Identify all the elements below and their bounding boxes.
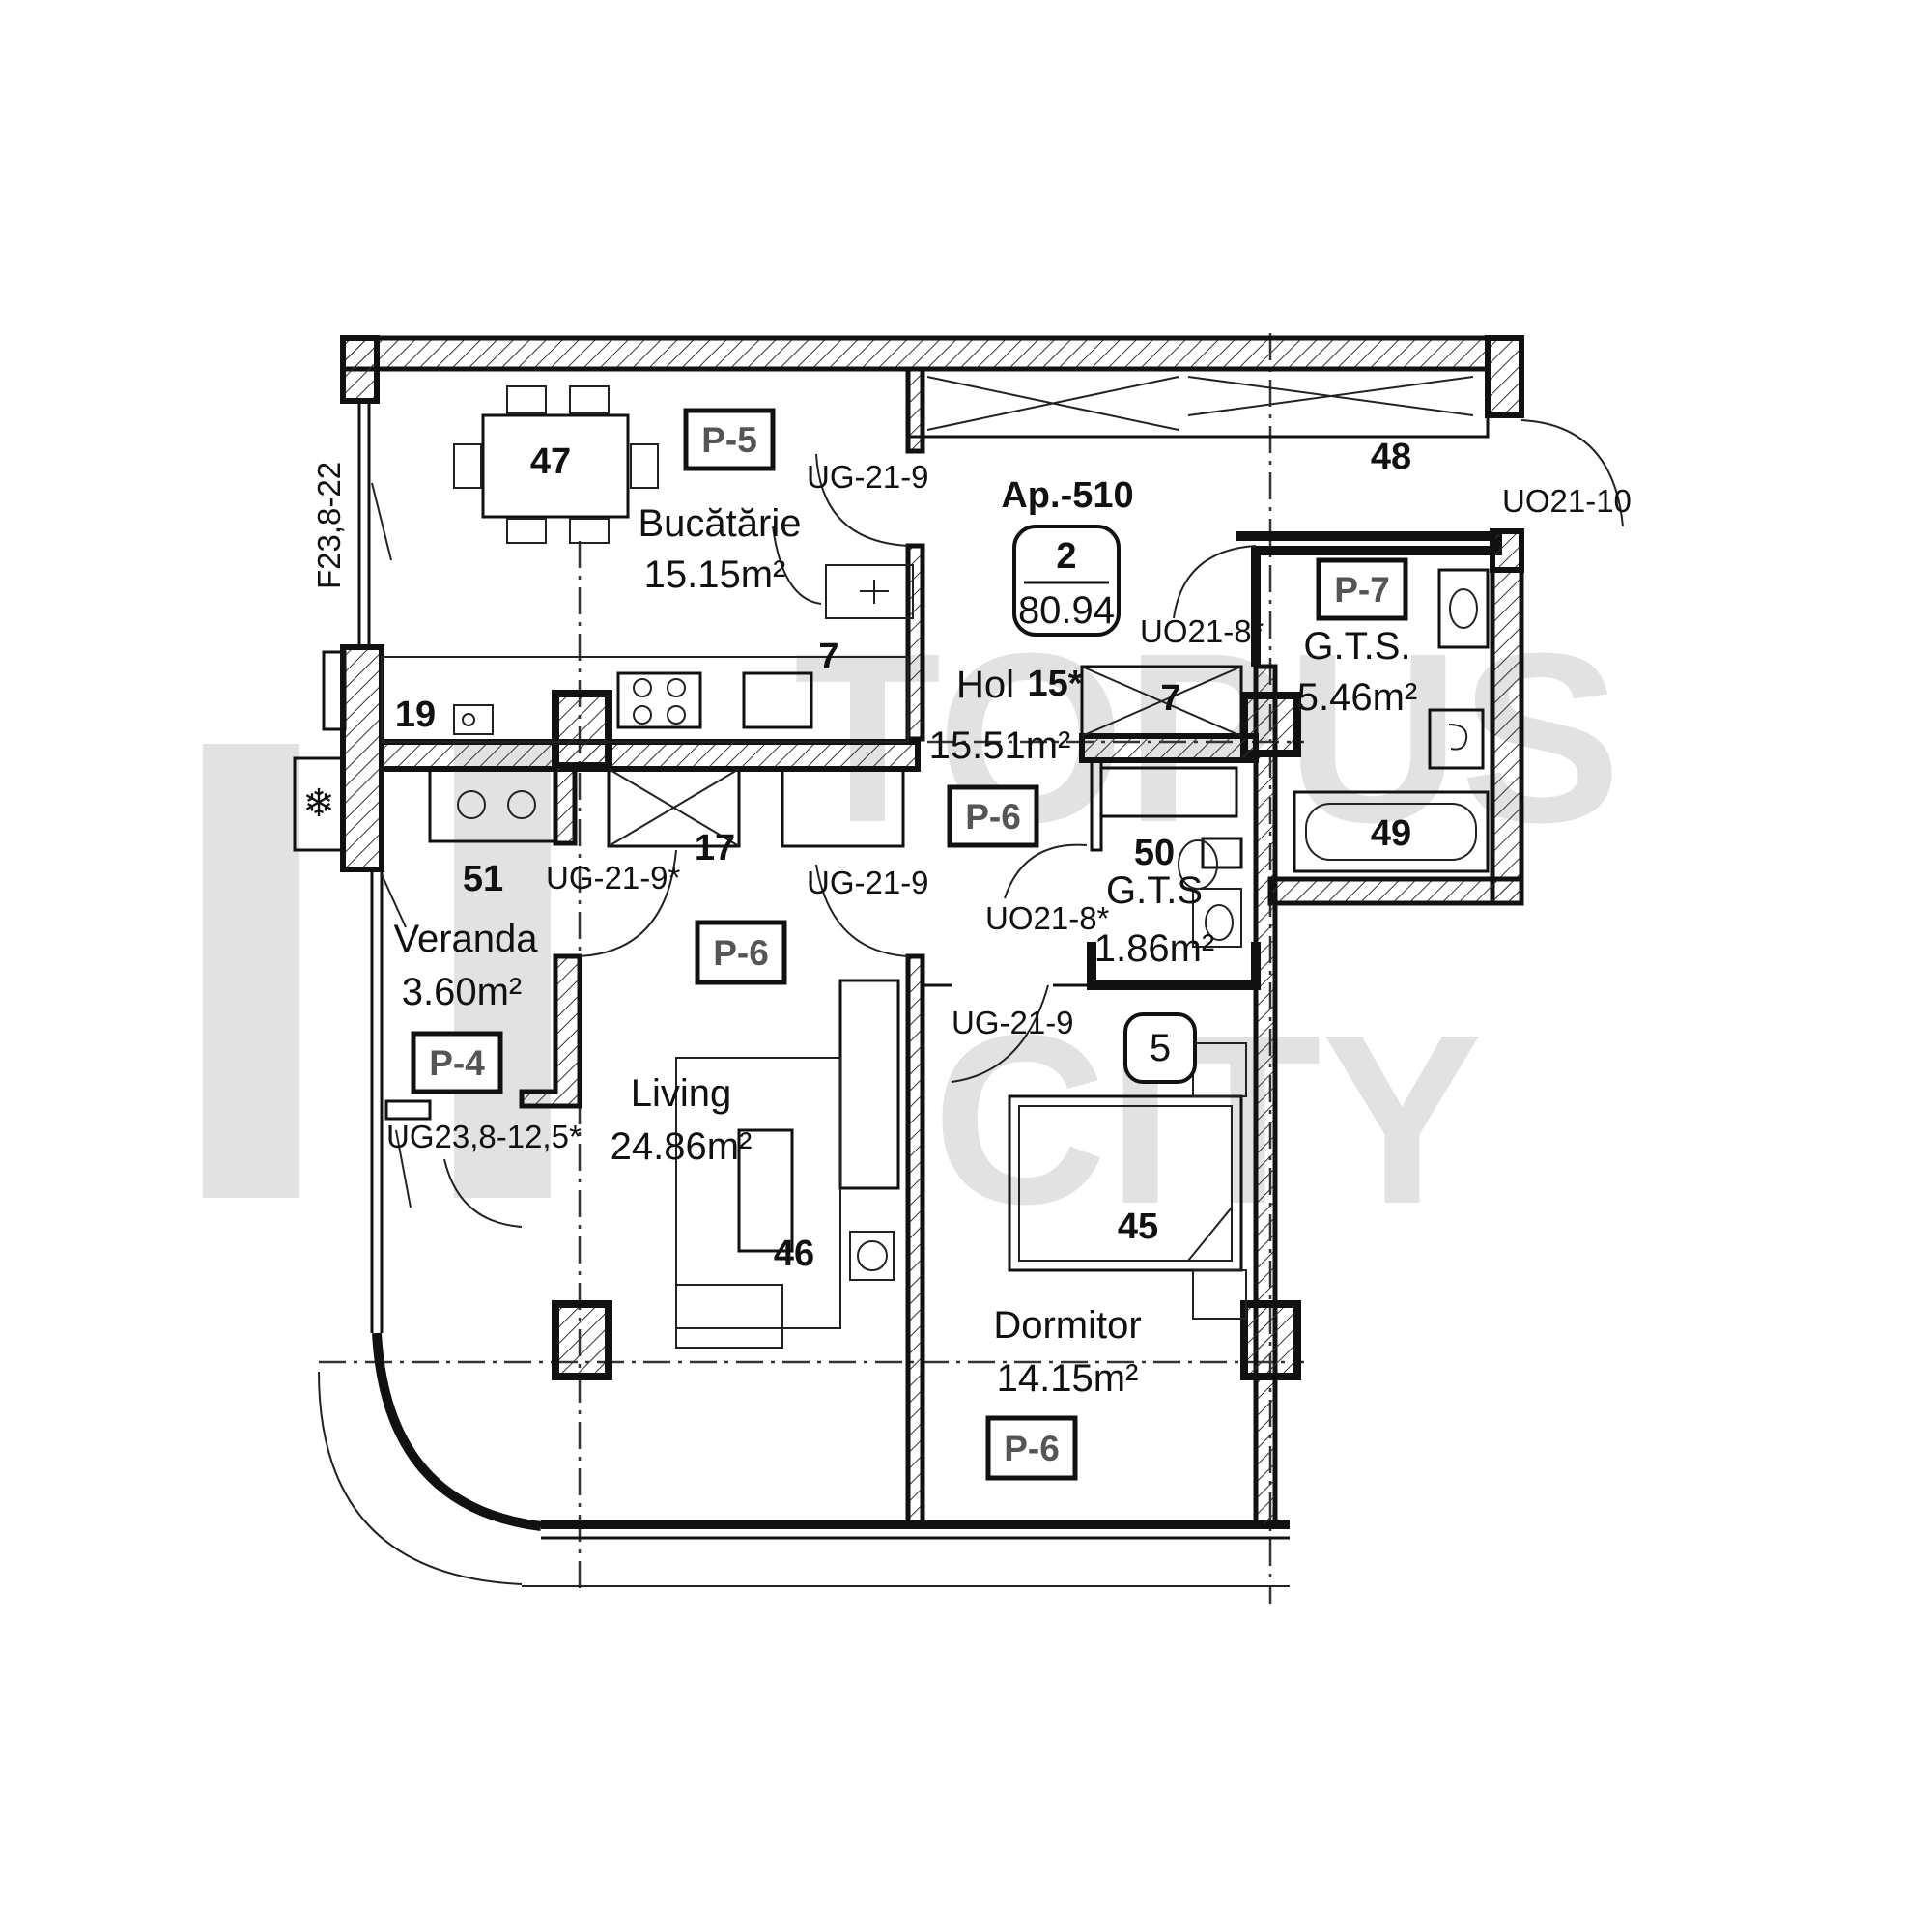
number-15: 15* (1027, 664, 1082, 704)
number-48: 48 (1371, 437, 1411, 477)
sink-icon (1437, 568, 1490, 649)
number-19: 19 (395, 695, 436, 735)
tag-living: P-6 (713, 933, 769, 973)
door-code-6: UO21-8* (985, 900, 1110, 936)
room-name-bedroom: Dormitor (993, 1304, 1141, 1347)
number-51: 51 (463, 859, 503, 899)
watermark-line-2: CITY (932, 984, 1482, 1254)
room-name-kitchen: Bucătărie (639, 502, 802, 545)
number-50: 50 (1134, 833, 1175, 873)
finish-tags: P-5 P-6 P-7 P-6 P-4 P-6 (411, 408, 1408, 1481)
tag-bedroom: P-6 (1004, 1429, 1060, 1468)
door-code-2: UO21-10 (1502, 483, 1632, 519)
snowflake-icon: ❄ (293, 756, 345, 852)
exterior-wall-bottom (522, 1520, 1290, 1587)
door-code-3: UO21-8* (1140, 613, 1264, 649)
tag-hall: P-6 (965, 797, 1021, 837)
stove-icon (616, 671, 702, 729)
exterior-wall-top (340, 335, 1524, 439)
number-7-kitchen: 7 (818, 637, 838, 677)
veranda-fixtures (371, 482, 432, 1208)
room-name-living: Living (631, 1072, 732, 1115)
svg-text:❄: ❄ (302, 782, 335, 825)
hall-closets (1080, 665, 1243, 818)
room-area-veranda: 3.60m² (402, 971, 523, 1013)
apartment-rooms: 2 (1056, 536, 1076, 577)
apartment-area: 80.94 (1018, 589, 1115, 632)
window-code: F23,8-22 (311, 462, 347, 589)
bathtub-icon (1293, 790, 1490, 873)
room-area-bedroom: 14.15m² (997, 1357, 1139, 1400)
number-47: 47 (530, 441, 571, 482)
tag-bath: P-7 (1334, 570, 1390, 610)
sofa-icon (675, 979, 900, 1349)
door-codes: UG-21-9 UO21-10 UO21-8* UG-21-9* UG-21-9… (311, 459, 1632, 1154)
apartment-badge: Ap.-510 2 80.94 (1001, 475, 1134, 637)
number-45: 45 (1118, 1207, 1158, 1247)
number-17: 17 (695, 828, 735, 868)
door-code-8: UG23,8-12,5* (386, 1119, 582, 1154)
room-name-veranda: Veranda (393, 918, 538, 960)
number-49: 49 (1371, 813, 1411, 854)
kitchen-fixtures (381, 564, 914, 848)
door-code-5: UG-21-9 (807, 865, 929, 900)
room-area-bath-large: 5.46m² (1297, 676, 1418, 719)
tag-veranda: P-4 (429, 1043, 485, 1083)
item-numbers: 47 48 7 19 17 51 15* 7 50 49 46 45 5 (395, 437, 1411, 1274)
room-name-hall: Hol (956, 664, 1014, 706)
tag-kitchen: P-5 (701, 420, 757, 460)
room-labels: Bucătărie 15.15m² Hol 15.51m² G.T.S. 5.4… (393, 502, 1417, 1400)
bed-icon (1008, 1042, 1247, 1320)
door-code-7: UG-21-9 (952, 1005, 1074, 1040)
number-5: 5 (1150, 1027, 1171, 1069)
interior-walls-right (1236, 528, 1524, 1529)
door-swings (443, 419, 1624, 1228)
room-area-bath-small: 1.86m² (1094, 927, 1215, 970)
bathroom-fixtures (1178, 568, 1490, 948)
room-name-bath-small: G.T.S (1106, 869, 1203, 912)
apartment-code: Ap.-510 (1001, 475, 1133, 516)
room-area-hall: 15.51m² (929, 724, 1071, 767)
door-code-1: UG-21-9 (807, 459, 929, 495)
room-name-bath-large: G.T.S. (1303, 625, 1410, 668)
door-code-4: UG-21-9* (546, 860, 681, 895)
number-7-hall: 7 (1160, 678, 1180, 719)
toilet-icon (1428, 708, 1485, 770)
room-area-kitchen: 15.15m² (644, 554, 786, 596)
exterior-wall-left (318, 335, 542, 1585)
number-46: 46 (774, 1234, 814, 1274)
room-area-living: 24.86m² (611, 1125, 753, 1168)
dining-table-icon (453, 385, 659, 544)
sink-icon (742, 671, 813, 729)
